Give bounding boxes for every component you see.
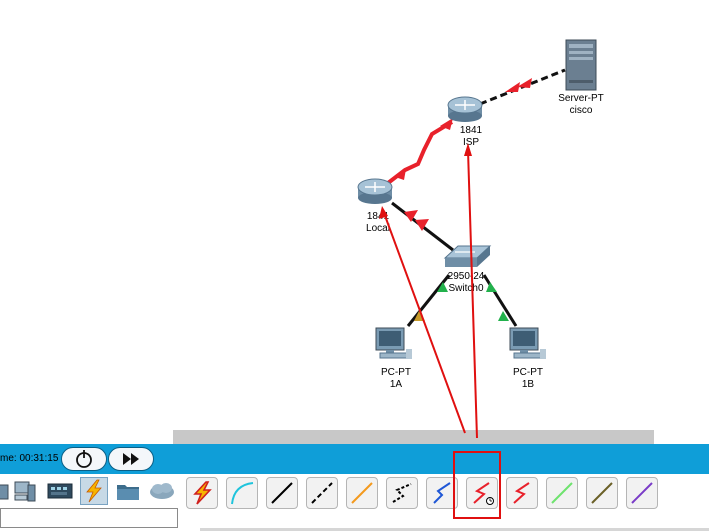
local-router-name-label: Local (366, 223, 390, 234)
time-display: me: 00:31:15 (0, 453, 59, 464)
pc-1a-model-label: PC-PT (381, 367, 411, 378)
isp-router-icon[interactable] (447, 96, 483, 122)
cable-coaxial-button[interactable] (426, 477, 458, 509)
category-connections[interactable] (80, 477, 108, 505)
auto-connection-icon (193, 481, 212, 505)
lightning-connection-icon (86, 479, 102, 503)
device-subtype-list[interactable] (0, 508, 178, 528)
link-local-isp-arrow (440, 118, 453, 130)
components-icon (47, 483, 73, 499)
switch-label: 2950-24 Switch0 (448, 271, 485, 295)
annotation-highlight-box (453, 451, 501, 519)
link-up-indicator (498, 311, 509, 321)
octal-cable-icon (551, 482, 573, 504)
cable-copper-cross-button[interactable] (306, 477, 338, 509)
cable-fiber-button[interactable] (346, 477, 378, 509)
usb-cable-icon (631, 482, 653, 504)
pc-1b-name-label: 1B (521, 379, 535, 390)
server-name-label: cisco (569, 105, 593, 116)
copper-straight-icon (271, 482, 293, 504)
pc-1b-icon[interactable] (509, 327, 546, 359)
fast-forward-icon (123, 453, 139, 465)
power-cycle-icon (76, 450, 92, 468)
fast-forward-button[interactable] (108, 447, 154, 471)
cable-automatic-button[interactable] (186, 477, 218, 509)
pc-1a-name-label: 1A (389, 379, 403, 390)
topology-canvas[interactable]: Server-PT cisco 1841 ISP 1841 Local 2950… (0, 0, 709, 430)
link-up-indicator (486, 282, 497, 292)
console-cable-icon (231, 482, 254, 505)
link-local-isp-serial[interactable] (386, 120, 454, 185)
folder-icon (117, 485, 139, 500)
server-label: Server-PT cisco (558, 93, 604, 117)
end-devices-icon (0, 484, 9, 500)
network-devices-icon (14, 481, 36, 502)
category-end-devices[interactable] (0, 477, 14, 505)
serial-dce-icon (473, 482, 494, 505)
isp-router-name-label: ISP (462, 137, 480, 148)
cable-serial-dte-button[interactable] (506, 477, 538, 509)
local-router-icon[interactable] (357, 178, 393, 204)
isp-router-label: 1841 ISP (460, 125, 482, 149)
pc-1b-label: PC-PT 1B (513, 367, 543, 391)
switch-name-label: Switch0 (448, 283, 484, 294)
device-toolbar (0, 474, 709, 531)
power-cycle-button[interactable] (61, 447, 107, 471)
cable-serial-dce-button[interactable] (466, 477, 498, 509)
horizontal-scrollbar-thumb[interactable] (173, 430, 654, 444)
cloud-icon (150, 483, 174, 499)
link-isp-server-arrow (517, 78, 532, 88)
pc-1a-label: PC-PT 1A (381, 367, 411, 391)
serial-dte-icon (513, 482, 530, 504)
server-device-icon[interactable] (565, 39, 597, 91)
cable-usb-button[interactable] (626, 477, 658, 509)
iot-cable-icon (591, 482, 613, 504)
category-components[interactable] (46, 477, 74, 505)
realtime-status-bar: me: 00:31:15 (0, 444, 709, 474)
link-local-isp-arrow (395, 169, 406, 180)
coaxial-icon (433, 482, 451, 504)
horizontal-scrollbar[interactable] (0, 430, 709, 444)
category-network-devices[interactable] (12, 477, 40, 505)
local-router-label: 1841 Local (366, 211, 390, 235)
link-switch-pc1b[interactable] (482, 274, 518, 327)
copper-cross-icon (311, 482, 333, 504)
category-multiuser[interactable] (148, 477, 176, 505)
cable-octal-button[interactable] (546, 477, 578, 509)
cable-iot-button[interactable] (586, 477, 618, 509)
local-router-model-label: 1841 (366, 211, 390, 222)
cable-copper-straight-button[interactable] (266, 477, 298, 509)
cable-phone-button[interactable] (386, 477, 418, 509)
category-miscellaneous[interactable] (114, 477, 142, 505)
phone-cable-icon (392, 483, 412, 503)
switch-model-label: 2950-24 (447, 271, 485, 282)
pc-1a-icon[interactable] (375, 327, 412, 359)
cable-console-button[interactable] (226, 477, 258, 509)
server-model-label: Server-PT (558, 93, 604, 104)
link-isp-server-arrow (505, 82, 520, 92)
toolbar-divider (200, 528, 709, 531)
topology-links (357, 39, 597, 359)
pc-1b-model-label: PC-PT (513, 367, 543, 378)
fiber-icon (351, 482, 373, 504)
isp-router-model-label: 1841 (459, 125, 483, 136)
